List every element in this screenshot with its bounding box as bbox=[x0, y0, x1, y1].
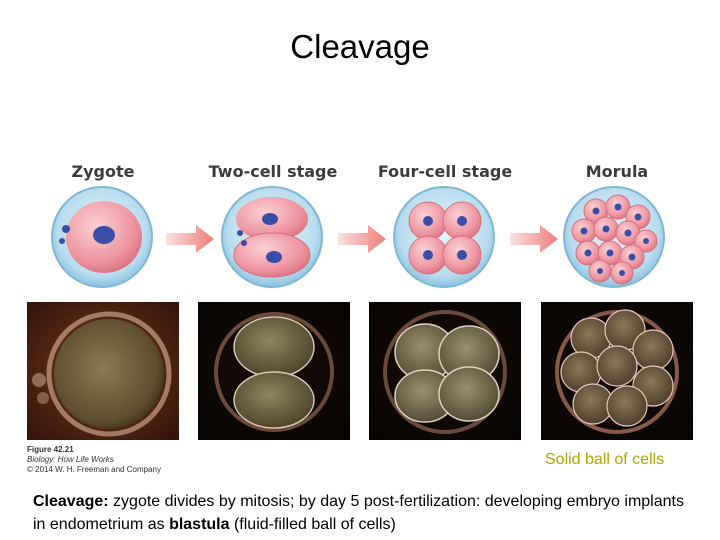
description-text: Cleavage: zygote divides by mitosis; by … bbox=[33, 490, 693, 536]
description-part-2: (fluid-filled ball of cells) bbox=[229, 516, 396, 533]
description-part-1: zygote divides by mitosis; by day 5 post… bbox=[33, 493, 684, 533]
morula-caption: Solid ball of cells bbox=[545, 451, 665, 468]
copyright-line: © 2014 W. H. Freeman and Company bbox=[27, 465, 161, 474]
stage-label-morula: Morula bbox=[585, 162, 649, 181]
zygote-drawing bbox=[51, 186, 153, 288]
nucleus-icon bbox=[93, 226, 115, 244]
two-cell-drawing bbox=[221, 186, 323, 288]
term-cleavage: Cleavage: bbox=[33, 493, 109, 510]
four-cell-micrograph bbox=[369, 302, 521, 440]
term-blastula: blastula bbox=[169, 516, 230, 533]
cleavage-illustration bbox=[51, 186, 665, 288]
figure-number: Figure 42.21 bbox=[27, 445, 74, 454]
figure-credit: Figure 42.21 Biology: How Life Works © 2… bbox=[27, 445, 161, 475]
morula-micrograph bbox=[541, 302, 693, 440]
stage-label-zygote: Zygote bbox=[71, 162, 135, 181]
morula-drawing bbox=[563, 186, 665, 288]
four-cell-drawing bbox=[393, 186, 495, 288]
book-title: Biology: How Life Works bbox=[27, 455, 114, 464]
two-cell-micrograph bbox=[198, 302, 350, 440]
stage-label-two-cell: Two-cell stage bbox=[208, 162, 338, 181]
arrow-icon bbox=[166, 225, 214, 253]
arrow-icon bbox=[338, 225, 386, 253]
zygote-micrograph bbox=[27, 302, 179, 440]
slide-title: Cleavage bbox=[290, 28, 430, 65]
stage-label-four-cell: Four-cell stage bbox=[377, 162, 513, 181]
arrow-icon bbox=[510, 225, 558, 253]
